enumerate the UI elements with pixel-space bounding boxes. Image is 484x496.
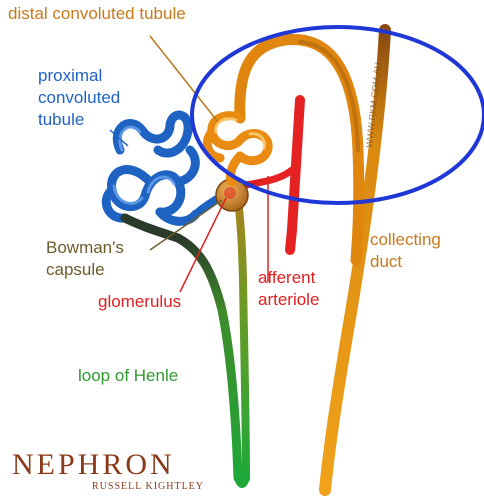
label-glomerulus: glomerulus [98, 292, 181, 312]
label-collecting-line2: duct [370, 252, 402, 272]
loop-descending-limb [178, 238, 238, 478]
label-bowmans-line2: capsule [46, 260, 105, 280]
proximal-convoluted-tubule [106, 115, 196, 221]
brand-title: NEPHRON [12, 448, 175, 482]
label-proximal-line3: tubule [38, 110, 84, 130]
label-bowmans-line1: Bowman's [46, 238, 124, 258]
label-distal-convoluted-tubule: distal convoluted tubule [8, 4, 186, 24]
leader-distal [150, 36, 218, 122]
label-loop-of-henle: loop of Henle [78, 366, 178, 386]
brand-author: RUSSELL KIGHTLEY [92, 481, 204, 492]
label-proximal-line2: convoluted [38, 88, 120, 108]
label-collecting-line1: collecting [370, 230, 441, 250]
label-afferent-line2: arteriole [258, 290, 319, 310]
label-afferent-line1: afferent [258, 268, 315, 288]
label-proximal-line1: proximal [38, 66, 102, 86]
loop-bottom [238, 478, 246, 484]
glomerulus-core [224, 187, 236, 199]
afferent-arteriole [290, 100, 300, 250]
